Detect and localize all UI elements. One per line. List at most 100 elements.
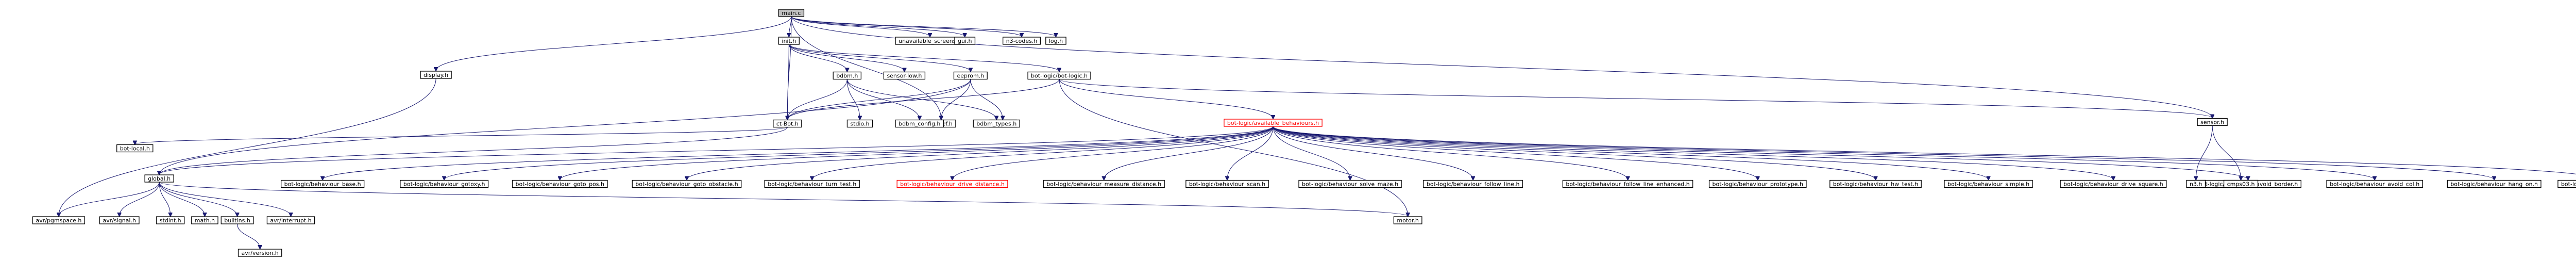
- node-bot-local-h[interactable]: bot-local.h: [116, 144, 154, 153]
- edge-main-to-display: [436, 16, 792, 71]
- node-box[interactable]: [1708, 180, 1807, 188]
- node-bot-logic-behaviour-turn-test-h[interactable]: bot-logic/behaviour_turn_test.h: [764, 180, 860, 188]
- edge-available-to-bb_measure: [1104, 126, 1274, 180]
- node-label: gui.h: [958, 38, 972, 44]
- node-box[interactable]: [400, 180, 489, 188]
- node-bot-logic-behaviour-scan-h[interactable]: bot-logic/behaviour_scan.h: [1185, 180, 1269, 188]
- node-avr-version-h[interactable]: avr/version.h: [238, 249, 282, 257]
- node-sensor-h[interactable]: sensor.h: [2197, 118, 2228, 126]
- node-bot-logic-behaviour-goto-h[interactable]: bot-logic/behaviour_goto.h: [2557, 180, 2576, 188]
- node-math-h[interactable]: math.h: [191, 216, 218, 224]
- edge-main-to-gui: [791, 16, 965, 37]
- node-box[interactable]: [973, 119, 1020, 128]
- node-box[interactable]: [144, 174, 174, 183]
- node-unavailable-screens-h[interactable]: unavailable_screens.h: [895, 37, 965, 45]
- node-box[interactable]: [512, 180, 608, 188]
- node-box[interactable]: [99, 216, 140, 224]
- node-main-c[interactable]: main.c: [778, 9, 805, 17]
- node-bot-logic-bot-logic-h[interactable]: bot-logic/bot-logic.h: [1027, 71, 1091, 80]
- node-box[interactable]: [1298, 180, 1402, 188]
- node-stdio-h[interactable]: stdio.h: [846, 119, 873, 128]
- node-label: bot-logic/behaviour_follow_line_enhanced…: [1566, 181, 1689, 188]
- node-box[interactable]: [221, 216, 254, 224]
- node-bdbm-h[interactable]: bdbm.h: [833, 71, 861, 80]
- node-display-h[interactable]: display.h: [420, 71, 452, 79]
- node-bot-logic-available-behaviours-h[interactable]: bot-logic/available_behaviours.h: [1224, 119, 1323, 127]
- node-n3-codes-h[interactable]: n3-codes.h: [1003, 37, 1041, 45]
- node-box[interactable]: [2447, 180, 2541, 188]
- node-cmps03-h[interactable]: cmps03.h: [2223, 180, 2259, 188]
- node-label: cmps03.h: [2227, 181, 2255, 188]
- node-box[interactable]: [883, 71, 926, 80]
- node-box[interactable]: [2186, 180, 2206, 188]
- node-bot-logic-behaviour-solve-maze-h[interactable]: bot-logic/behaviour_solve_maze.h: [1298, 180, 1402, 188]
- node-box[interactable]: [1562, 180, 1693, 188]
- node-box[interactable]: [156, 216, 185, 224]
- node-bot-logic-behaviour-hang-on-h[interactable]: bot-logic/behaviour_hang_on.h: [2447, 180, 2541, 188]
- node-bdbm-types-h[interactable]: bdbm_types.h: [973, 119, 1020, 128]
- node-box[interactable]: [420, 71, 452, 79]
- node-bot-logic-behaviour-follow-line-h[interactable]: bot-logic/behaviour_follow_line.h: [1423, 180, 1523, 188]
- node-box[interactable]: [846, 119, 873, 128]
- node-eeprom-h[interactable]: eeprom.h: [953, 71, 988, 80]
- node-box[interactable]: [238, 249, 282, 257]
- node-box[interactable]: [895, 119, 944, 128]
- node-bdbm-config-h[interactable]: bdbm_config.h: [895, 119, 944, 128]
- node-box[interactable]: [778, 9, 805, 17]
- node-builtins-h[interactable]: builtins.h: [221, 216, 254, 224]
- node-bot-logic-behaviour-goto-pos-h[interactable]: bot-logic/behaviour_goto_pos.h: [512, 180, 608, 188]
- node-bot-logic-behaviour-drive-distance-h[interactable]: bot-logic/behaviour_drive_distance.h: [896, 180, 1008, 188]
- node-bot-logic-behaviour-prototype-h[interactable]: bot-logic/behaviour_prototype.h: [1708, 180, 1807, 188]
- node-box[interactable]: [1045, 37, 1066, 45]
- node-bot-logic-behaviour-measure-distance-h[interactable]: bot-logic/behaviour_measure_distance.h: [1043, 180, 1165, 188]
- node-bot-logic-behaviour-hw-test-h[interactable]: bot-logic/behaviour_hw_test.h: [1829, 180, 1922, 188]
- node-box[interactable]: [266, 216, 315, 224]
- node-avr-pgmspace-h[interactable]: avr/pgmspace.h: [32, 216, 86, 224]
- edge-botlogic-to-available: [1059, 79, 1273, 119]
- node-avr-interrupt-h[interactable]: avr/interrupt.h: [266, 216, 315, 224]
- node-bot-logic-behaviour-drive-square-h[interactable]: bot-logic/behaviour_drive_square.h: [2060, 180, 2167, 188]
- node-box[interactable]: [954, 37, 976, 45]
- node-box[interactable]: [778, 37, 800, 45]
- node-motor-h[interactable]: motor.h: [1393, 216, 1422, 224]
- node-bot-logic-behaviour-simple-h[interactable]: bot-logic/behaviour_simple.h: [1944, 180, 2033, 188]
- node-box[interactable]: [1944, 180, 2033, 188]
- node-box[interactable]: [896, 180, 1008, 188]
- node-bot-logic-behaviour-goto-obstacle-h[interactable]: bot-logic/behaviour_goto_obstacle.h: [632, 180, 742, 188]
- node-box[interactable]: [2223, 180, 2259, 188]
- node-bot-logic-behaviour-base-h[interactable]: bot-logic/behaviour_base.h: [280, 180, 365, 188]
- node-box[interactable]: [953, 71, 988, 80]
- node-box[interactable]: [191, 216, 218, 224]
- node-box[interactable]: [632, 180, 742, 188]
- node-box[interactable]: [833, 71, 861, 80]
- node-box[interactable]: [1423, 180, 1523, 188]
- node-box[interactable]: [773, 119, 802, 128]
- node-box[interactable]: [1224, 119, 1323, 127]
- node-box[interactable]: [2060, 180, 2167, 188]
- node-bot-logic-behaviour-avoid-col-h[interactable]: bot-logic/behaviour_avoid_col.h: [2326, 180, 2423, 188]
- node-box[interactable]: [32, 216, 86, 224]
- node-global-h[interactable]: global.h: [144, 174, 174, 183]
- node-box[interactable]: [280, 180, 365, 188]
- node-box[interactable]: [1003, 37, 1041, 45]
- node-box[interactable]: [2326, 180, 2423, 188]
- node-init-h[interactable]: init.h: [778, 37, 800, 45]
- node-box[interactable]: [2197, 118, 2228, 126]
- node-bot-logic-behaviour-gotoxy-h[interactable]: bot-logic/behaviour_gotoxy.h: [400, 180, 489, 188]
- node-box[interactable]: [764, 180, 860, 188]
- node-gui-h[interactable]: gui.h: [954, 37, 976, 45]
- node-log-h[interactable]: log.h: [1045, 37, 1066, 45]
- node-box[interactable]: [1393, 216, 1422, 224]
- node-box[interactable]: [1027, 71, 1091, 80]
- node-avr-signal-h[interactable]: avr/signal.h: [99, 216, 140, 224]
- node-stdint-h[interactable]: stdint.h: [156, 216, 185, 224]
- node-box[interactable]: [1829, 180, 1922, 188]
- node-bot-logic-behaviour-follow-line-enhanced-h[interactable]: bot-logic/behaviour_follow_line_enhanced…: [1562, 180, 1693, 188]
- node-box[interactable]: [1043, 180, 1165, 188]
- node-box[interactable]: [2557, 180, 2576, 188]
- node-n3-h[interactable]: n3.h: [2186, 180, 2206, 188]
- node-box[interactable]: [116, 144, 154, 153]
- node-ct-bot-h[interactable]: ct-Bot.h: [773, 119, 802, 128]
- node-box[interactable]: [1185, 180, 1269, 188]
- node-sensor-low-h[interactable]: sensor-low.h: [883, 71, 926, 80]
